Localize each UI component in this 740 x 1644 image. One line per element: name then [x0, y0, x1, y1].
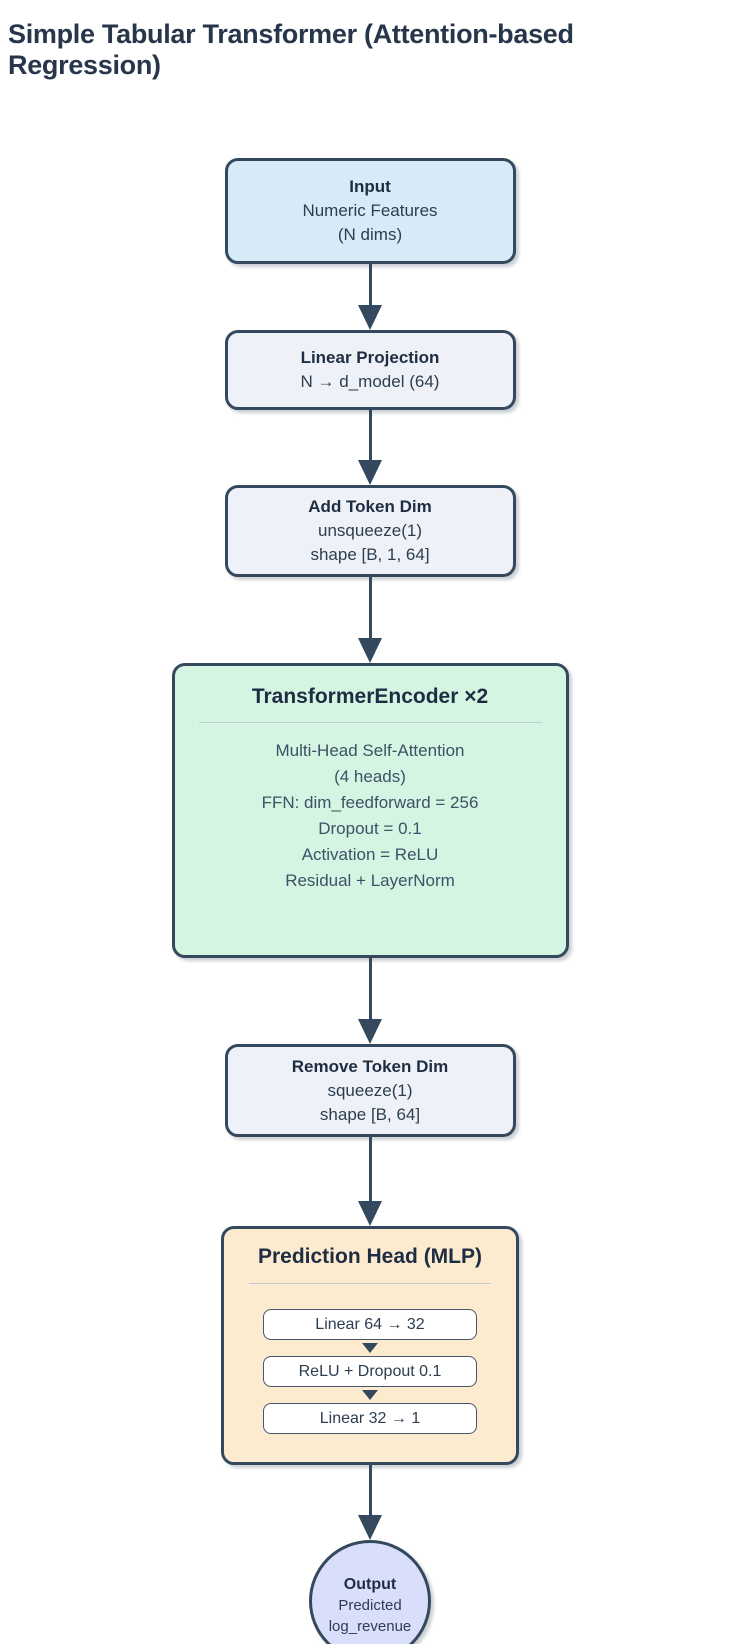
arrow-down-icon	[358, 638, 382, 663]
arrow-shaft	[368, 264, 372, 305]
encoder-detail-line: Residual + LayerNorm	[285, 871, 455, 890]
arrow-shaft	[368, 958, 372, 1019]
arrow-shaft	[368, 1465, 372, 1515]
node-prediction-head-title: Prediction Head (MLP)	[257, 1245, 483, 1268]
node-remove-token-dim-title: Remove Token Dim	[291, 1056, 449, 1076]
arrow-shaft	[368, 410, 372, 460]
arrow-down-icon	[358, 305, 382, 330]
arrow-removetoken-to-head	[358, 1137, 382, 1226]
arrow-down-icon	[358, 1019, 382, 1044]
node-input-title: Input	[349, 177, 391, 196]
node-remove-token-dim: Remove Token Dim squeeze(1) shape [B, 64…	[224, 1044, 516, 1137]
arrow-addtoken-to-encoder	[358, 577, 382, 663]
arrow-head-to-output	[358, 1465, 382, 1540]
divider	[249, 1283, 491, 1284]
node-linear-projection-line: N → d_model (64)	[300, 372, 440, 391]
arrow-down-icon	[358, 1515, 382, 1540]
encoder-detail-line: Dropout = 0.1	[318, 819, 422, 838]
node-output-line: log_revenue	[328, 1617, 412, 1635]
node-add-token-dim: Add Token Dim unsqueeze(1) shape [B, 1, …	[224, 485, 516, 577]
arrow-down-icon	[358, 1201, 382, 1226]
encoder-detail-line: (4 heads)	[334, 767, 406, 786]
node-linear-projection: Linear Projection N → d_model (64)	[224, 330, 516, 410]
arrow-input-to-linear	[358, 264, 382, 330]
mlp-layer: Linear 32 → 1	[263, 1403, 477, 1434]
mlp-layers: Linear 64 → 32 ReLU + Dropout 0.1 Linear…	[263, 1309, 477, 1434]
arrow-down-icon	[358, 460, 382, 485]
node-linear-projection-title: Linear Projection	[300, 348, 440, 367]
node-output: Output Predicted log_revenue	[309, 1540, 431, 1644]
encoder-detail-line: Activation = ReLU	[301, 845, 439, 864]
node-transformer-encoder-title: TransformerEncoder ×2	[251, 685, 489, 708]
flowchart: Input Numeric Features (N dims) Linear P…	[0, 158, 740, 1644]
node-output-title: Output	[343, 1575, 397, 1593]
arrow-shaft	[368, 1137, 372, 1201]
arrow-linear-to-addtoken	[358, 410, 382, 485]
node-remove-token-dim-line: shape [B, 64]	[319, 1104, 421, 1124]
node-add-token-dim-title: Add Token Dim	[308, 497, 432, 516]
node-add-token-dim-line: unsqueeze(1)	[318, 521, 422, 540]
mlp-layer: ReLU + Dropout 0.1	[263, 1356, 477, 1387]
node-prediction-head: Prediction Head (MLP) Linear 64 → 32 ReL…	[221, 1226, 519, 1465]
arrow-encoder-to-removetoken	[358, 958, 382, 1044]
node-transformer-encoder-body: Multi-Head Self-Attention (4 heads) FFN:…	[262, 738, 479, 894]
mlp-layer: Linear 64 → 32	[263, 1309, 477, 1340]
node-transformer-encoder: TransformerEncoder ×2 Multi-Head Self-At…	[171, 663, 569, 958]
encoder-detail-line: Multi-Head Self-Attention	[275, 741, 465, 760]
arrow-down-icon	[362, 1390, 378, 1400]
node-remove-token-dim-line: squeeze(1)	[327, 1080, 413, 1100]
node-input-line: (N dims)	[337, 225, 403, 244]
node-input-line: Numeric Features	[302, 201, 438, 220]
arrow-down-icon	[362, 1343, 378, 1353]
page-title: Simple Tabular Transformer (Attention-ba…	[8, 19, 574, 80]
node-add-token-dim-line: shape [B, 1, 64]	[310, 545, 430, 564]
arrow-shaft	[368, 577, 372, 638]
node-output-line: Predicted	[338, 1596, 402, 1614]
node-input: Input Numeric Features (N dims)	[224, 158, 516, 264]
encoder-detail-line: FFN: dim_feedforward = 256	[261, 793, 479, 812]
divider	[198, 722, 542, 723]
